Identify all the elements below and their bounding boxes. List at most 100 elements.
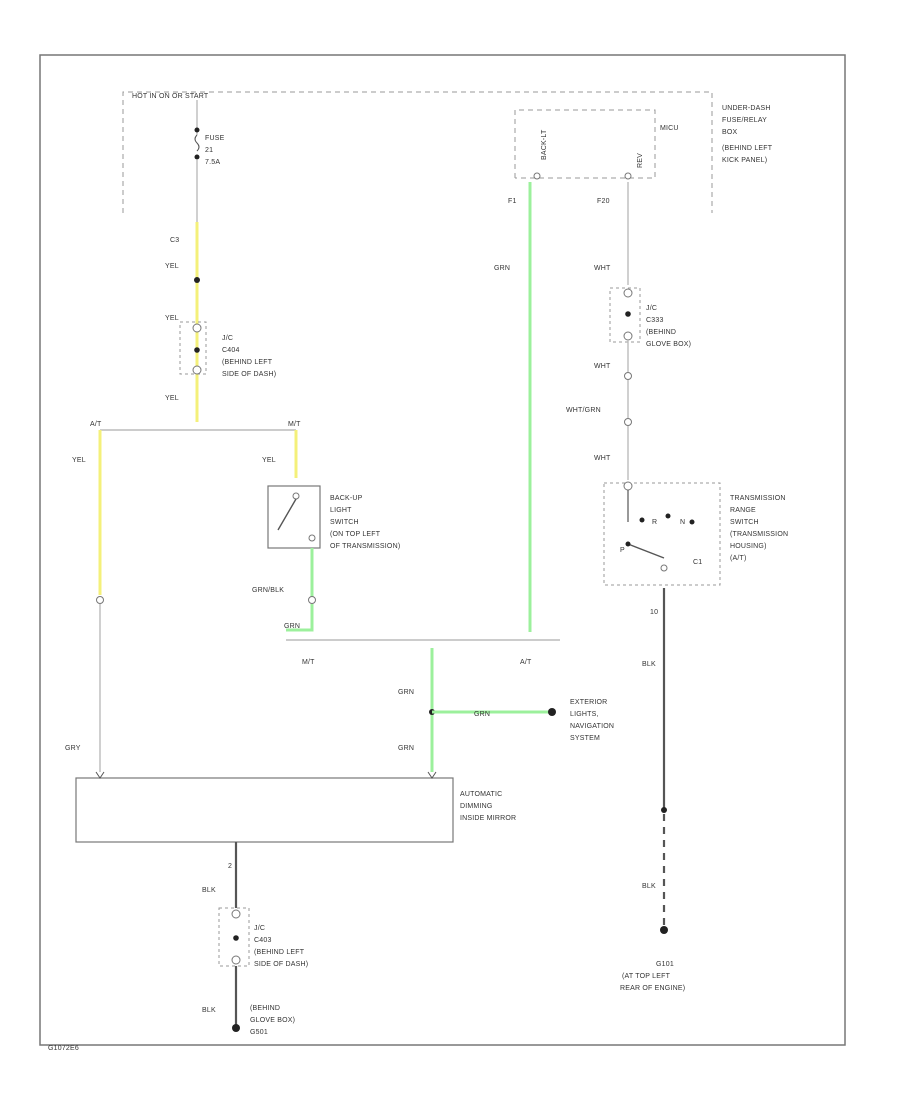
svg-text:EXTERIOR: EXTERIOR: [570, 699, 607, 706]
blk-label-1: BLK: [202, 887, 216, 894]
blk-label-3: BLK: [642, 661, 656, 668]
hot-label: HOT IN ON OR START: [132, 93, 209, 100]
splice-blk-right: [661, 807, 667, 813]
ground-g101: [660, 926, 668, 934]
diagram-frame: [39, 54, 846, 1046]
ground-g501-label: (BEHIND GLOVE BOX) G501: [250, 1005, 295, 1036]
svg-text:SIDE OF DASH): SIDE OF DASH): [222, 371, 276, 378]
pin10-label: 10: [650, 609, 658, 616]
svg-text:J/C: J/C: [646, 305, 657, 312]
svg-text:(BEHIND: (BEHIND: [646, 329, 676, 336]
fuse-21: FUSE 21 7.5A: [194, 100, 225, 222]
yel-label-1: YEL: [165, 263, 179, 270]
svg-text:INSIDE MIRROR: INSIDE MIRROR: [460, 815, 516, 822]
wht-label-1: WHT: [594, 265, 611, 272]
svg-text:P: P: [620, 547, 625, 554]
svg-text:BOX: BOX: [722, 129, 738, 136]
c3-label: C3: [170, 237, 179, 244]
backup-light-switch: BACK-UP LIGHT SWITCH (ON TOP LEFT OF TRA…: [267, 485, 400, 550]
ground-g501: [232, 1024, 240, 1032]
wire-grn-mt: [286, 604, 314, 632]
svg-text:LIGHTS,: LIGHTS,: [570, 711, 599, 718]
svg-text:SIDE OF DASH): SIDE OF DASH): [254, 961, 308, 968]
svg-text:(BEHIND LEFT: (BEHIND LEFT: [254, 949, 305, 956]
svg-text:(TRANSMISSION: (TRANSMISSION: [730, 531, 788, 538]
svg-text:RANGE: RANGE: [730, 507, 756, 514]
yel-label-4: YEL: [72, 457, 86, 464]
svg-text:KICK PANEL): KICK PANEL): [722, 157, 767, 164]
grn-label-1: GRN: [284, 623, 300, 630]
splice-yel: [194, 277, 200, 283]
svg-text:SWITCH: SWITCH: [330, 519, 359, 526]
yel-label-5: YEL: [262, 457, 276, 464]
svg-text:7.5A: 7.5A: [205, 159, 220, 166]
svg-text:C1: C1: [693, 559, 702, 566]
svg-text:C404: C404: [222, 347, 240, 354]
automatic-dimming-mirror: AUTOMATIC DIMMING INSIDE MIRROR: [75, 771, 516, 843]
micu-rev-pin: REV: [624, 153, 644, 180]
svg-text:HOUSING): HOUSING): [730, 543, 767, 550]
yel-label-2: YEL: [165, 315, 179, 322]
wht-label-2: WHT: [594, 363, 611, 370]
svg-text:REV: REV: [637, 153, 644, 168]
micu-backlt-pin: BACK-LT: [533, 129, 548, 180]
mt-label-top: M/T: [288, 421, 301, 428]
whtgrn-label: WHT/GRN: [566, 407, 601, 414]
grn-label-4: GRN: [474, 711, 490, 718]
svg-text:TRANSMISSION: TRANSMISSION: [730, 495, 786, 502]
svg-text:GLOVE BOX): GLOVE BOX): [250, 1017, 295, 1024]
svg-text:SWITCH: SWITCH: [730, 519, 759, 526]
svg-text:(ON TOP LEFT: (ON TOP LEFT: [330, 531, 381, 538]
conn-left: [96, 596, 104, 604]
svg-text:(BEHIND: (BEHIND: [250, 1005, 280, 1012]
svg-text:(AT TOP LEFT: (AT TOP LEFT: [622, 973, 671, 980]
grn-label-2: GRN: [494, 265, 510, 272]
svg-text:J/C: J/C: [222, 335, 233, 342]
conn-wht: [624, 372, 632, 380]
svg-text:(A/T): (A/T): [730, 555, 747, 562]
svg-text:C403: C403: [254, 937, 272, 944]
svg-text:UNDER-DASH: UNDER-DASH: [722, 105, 771, 112]
svg-text:FUSE: FUSE: [205, 135, 225, 142]
svg-text:R: R: [652, 519, 657, 526]
exterior-terminal: [548, 708, 556, 716]
under-dash-box-label: UNDER-DASH FUSE/RELAY BOX (BEHIND LEFT K…: [722, 105, 773, 164]
svg-text:J/C: J/C: [254, 925, 265, 932]
svg-text:DIMMING: DIMMING: [460, 803, 493, 810]
jc-c333: J/C C333 (BEHIND GLOVE BOX): [609, 287, 691, 348]
conn-backup: [308, 596, 316, 604]
blk-label-2: BLK: [202, 1007, 216, 1014]
at-label-top: A/T: [90, 421, 102, 428]
transmission-range-switch: R N P C1 TRANSMISSION RANGE SWITCH (TRAN…: [603, 481, 788, 586]
svg-text:FUSE/RELAY: FUSE/RELAY: [722, 117, 767, 124]
jc-c403: J/C C403 (BEHIND LEFT SIDE OF DASH): [218, 907, 308, 968]
svg-text:(BEHIND LEFT: (BEHIND LEFT: [722, 145, 773, 152]
wht-label-3: WHT: [594, 455, 611, 462]
micu-boundary: [514, 109, 656, 179]
exterior-lights-label: EXTERIOR LIGHTS, NAVIGATION SYSTEM: [570, 699, 614, 742]
grn-label-3: GRN: [398, 689, 414, 696]
svg-text:C333: C333: [646, 317, 664, 324]
svg-text:NAVIGATION: NAVIGATION: [570, 723, 614, 730]
fuse-box-boundary: [122, 91, 713, 213]
yel-label-3: YEL: [165, 395, 179, 402]
mt-label-bottom: M/T: [302, 659, 315, 666]
svg-text:21: 21: [205, 147, 213, 154]
svg-text:G501: G501: [250, 1029, 268, 1036]
svg-text:BACK-UP: BACK-UP: [330, 495, 363, 502]
micu-label: MICU: [660, 125, 679, 132]
jc-c404: J/C C404 (BEHIND LEFT SIDE OF DASH): [179, 321, 276, 378]
svg-text:AUTOMATIC: AUTOMATIC: [460, 791, 502, 798]
svg-text:G101: G101: [656, 961, 674, 968]
grnblk-label: GRN/BLK: [252, 587, 284, 594]
footer-code: G1072E6: [48, 1045, 79, 1052]
svg-text:OF TRANSMISSION): OF TRANSMISSION): [330, 543, 400, 550]
svg-text:LIGHT: LIGHT: [330, 507, 352, 514]
svg-text:REAR OF ENGINE): REAR OF ENGINE): [620, 985, 685, 992]
f1-label: F1: [508, 198, 517, 205]
f20-label: F20: [597, 198, 610, 205]
conn-wht-grn: [624, 418, 632, 426]
svg-text:BACK-LT: BACK-LT: [541, 129, 548, 160]
svg-text:N: N: [680, 519, 685, 526]
ground-g101-label: G101 (AT TOP LEFT REAR OF ENGINE): [620, 961, 685, 992]
